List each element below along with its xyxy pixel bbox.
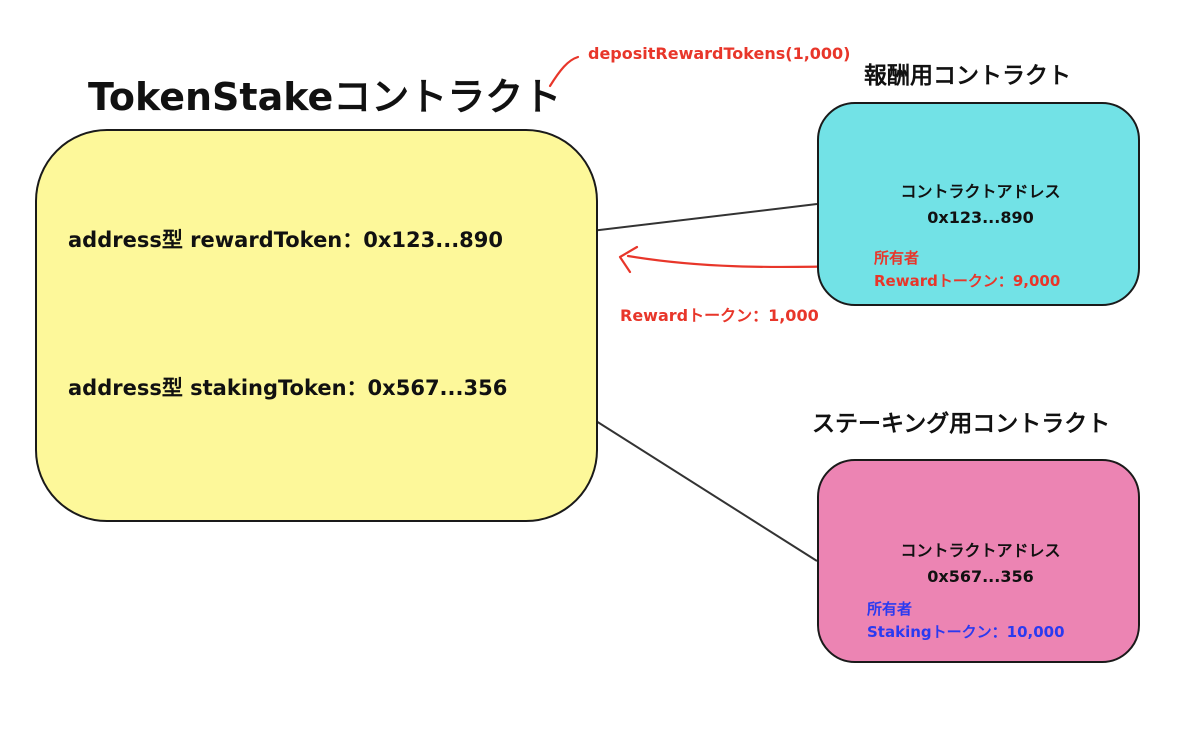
staking-balance: Stakingトークン：10,000 xyxy=(867,623,1065,641)
staking-contract-address-label: コントラクトアドレス xyxy=(900,541,1061,560)
staking-token-field: address型 stakingToken：0x567...356 xyxy=(68,376,508,400)
reward-address-connector xyxy=(565,203,818,235)
token-stake-contract-box xyxy=(35,129,598,522)
reward-contract-title: 報酬用コントラクト xyxy=(864,63,1071,89)
reward-token-field: address型 rewardToken：0x123...890 xyxy=(68,228,504,252)
staking-contract-box: コントラクトアドレス 0x567...356 所有者 Stakingトークン：1… xyxy=(817,459,1140,663)
staking-address-connector xyxy=(565,401,818,562)
transfer-arrow xyxy=(626,254,850,269)
reward-contract-box: コントラクトアドレス 0x123...890 所有者 Rewardトークン：9,… xyxy=(817,102,1140,306)
reward-balance: Rewardトークン：9,000 xyxy=(874,272,1061,290)
token-stake-title: TokenStakeコントラクト xyxy=(88,75,562,119)
reward-contract-address-value: 0x123...890 xyxy=(927,208,1034,227)
reward-transfer-label: Rewardトークン：1,000 xyxy=(620,306,819,325)
transfer-arrowhead xyxy=(618,245,639,274)
staking-owner-label: 所有者 xyxy=(867,600,913,618)
reward-contract-address-label: コントラクトアドレス xyxy=(900,182,1061,201)
staking-contract-address-value: 0x567...356 xyxy=(927,567,1034,586)
staking-contract-title: ステーキング用コントラクト xyxy=(812,411,1111,437)
deposit-call-label: depositRewardTokens(1,000) xyxy=(588,44,851,63)
reward-owner-label: 所有者 xyxy=(874,249,920,267)
